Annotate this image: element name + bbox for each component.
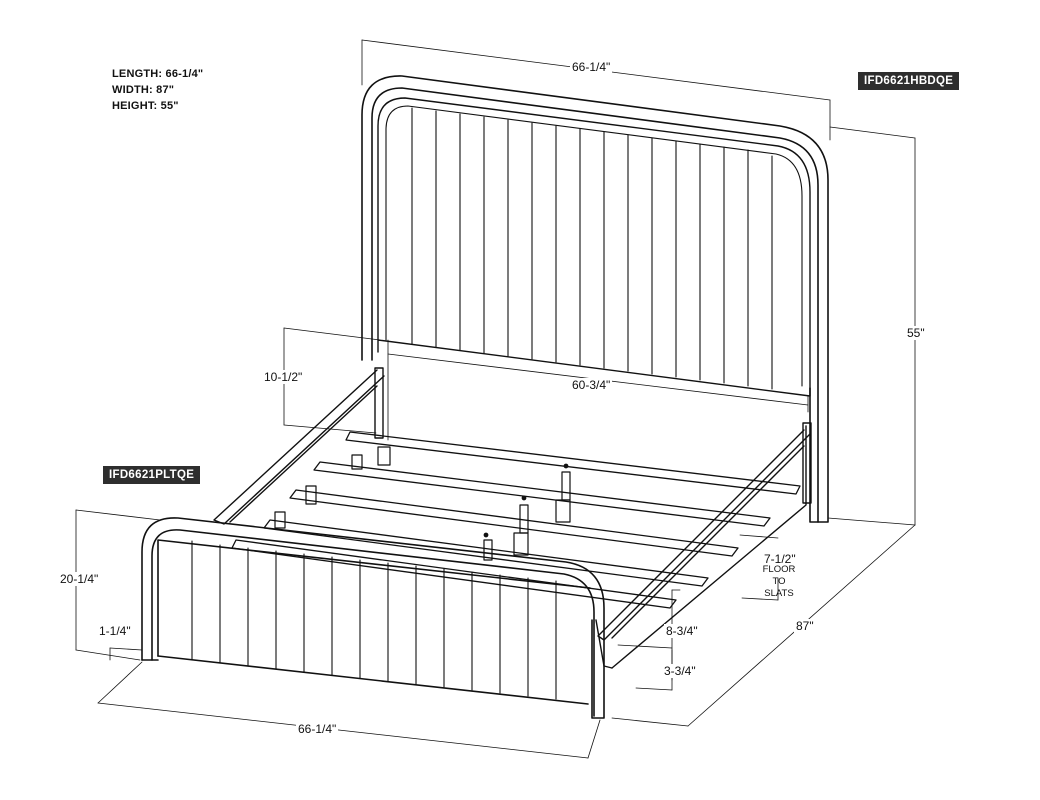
floor-to-slats-dimension-line <box>739 534 779 601</box>
footboard-channels <box>191 540 557 700</box>
headboard-code-tag: IFD6621HBDQE <box>858 72 960 90</box>
inner-width-label: 60-3/4" <box>570 378 613 392</box>
right-side-rail <box>595 422 812 669</box>
footboard-width-dimension-line <box>97 661 601 759</box>
rail-height-label: 10-1/2" <box>262 370 305 384</box>
headboard <box>361 75 829 523</box>
slats <box>231 431 801 609</box>
footboard-height-label: 20-1/4" <box>58 572 101 586</box>
footboard-width-label: 66-1/4" <box>296 722 339 736</box>
overall-length-label: 87" <box>794 619 816 633</box>
left-side-rail <box>213 367 385 525</box>
footboard <box>141 517 605 719</box>
footboard-code-tag: IFD6621PLTQE <box>103 466 201 484</box>
headboard-width-dimension-line <box>361 39 831 141</box>
headboard-channels <box>411 107 773 390</box>
length-spec: LENGTH: 66-1/4" <box>112 68 204 80</box>
center-supports <box>274 446 571 561</box>
floor-to-slats-note-line-2: SLATS <box>764 588 794 599</box>
floor-to-slats-note-line-1: FLOOR TO <box>762 564 796 587</box>
headboard-width-label: 66-1/4" <box>570 60 613 74</box>
floor-to-slats-note: FLOOR TO SLATS <box>756 564 802 600</box>
rail-to-floor-label: 8-3/4" <box>664 624 700 638</box>
height-spec: HEIGHT: 55" <box>112 100 179 112</box>
floor-to-slats-label: 7-1/2" <box>762 552 798 566</box>
height-dimension-line <box>827 126 916 526</box>
width-spec: WIDTH: 87" <box>112 84 175 96</box>
leg-height-label: 1-1/4" <box>97 624 133 638</box>
overall-height-label: 55" <box>905 326 927 340</box>
rail-depth-label: 3-3/4" <box>662 664 698 678</box>
